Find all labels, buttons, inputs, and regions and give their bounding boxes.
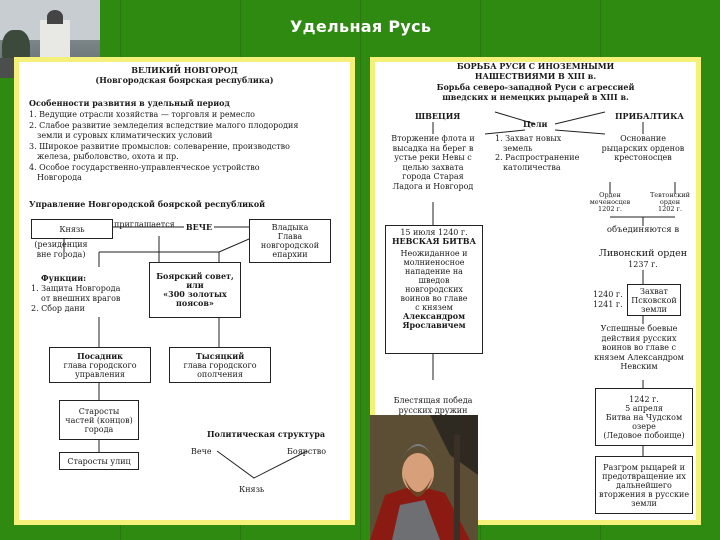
- feature-line: 2. Слабое развитие земледелия вследствие…: [29, 121, 299, 130]
- capture-years: 1240 г.1241 г.: [593, 290, 623, 309]
- goals-label: Цели: [523, 119, 548, 129]
- northwest-header: Борьба северо-западной Руси с агрессией: [436, 82, 635, 92]
- nevsky-battle-box: 15 июля 1240 г.НЕВСКАЯ БИТВА Неожиданное…: [385, 225, 483, 354]
- united-label: объединяются в: [606, 225, 680, 235]
- novgorod-panel: ВЕЛИКИЙ НОВГОРОД (Новгородская боярская …: [14, 57, 355, 525]
- invasions-subheader: НАШЕСТВИЯМИ В XIII в.: [474, 71, 597, 81]
- livonian-label: Ливонский орден: [598, 248, 688, 259]
- triangle-boyarstvo: Боярство: [287, 447, 327, 456]
- novgorod-connectors: [63, 226, 308, 479]
- invasion-connectors: [432, 111, 676, 456]
- novgorod-header: ВЕЛИКИЙ НОВГОРОД: [131, 65, 238, 75]
- novgorod-subheader: (Новгородская боярская республика): [95, 75, 274, 85]
- invasions-header: БОРЬБА РУСИ С ИНОЗЕМНЫМИ: [456, 61, 615, 71]
- starosty-ulits-box: Старосты улиц: [59, 452, 139, 470]
- polit-title: Политическая структура: [207, 429, 326, 439]
- feature-line: 4. Особое государственно-управленческое …: [29, 163, 260, 172]
- northwest-subheader: шведских и немецких рыцарей в XIII в.: [442, 92, 629, 102]
- triangle-knyaz: Князь: [239, 485, 265, 494]
- govt-title: Управление Новгородской боярской республ…: [29, 199, 266, 209]
- function-line: 1. Защита Новгорода: [31, 284, 121, 293]
- livonian-year: 1237 г.: [628, 260, 658, 269]
- feature-line: 3. Широкое развитие промыслов: солеварен…: [29, 142, 290, 151]
- feature-line: земли и суровых климатических условий: [37, 131, 213, 140]
- triangle-veche: Вече: [191, 447, 212, 456]
- function-line: 2. Сбор дани: [31, 304, 85, 313]
- sweden-label: ШВЕЦИЯ: [415, 111, 461, 121]
- veche-label: ВЕЧЕ: [184, 220, 214, 234]
- feature-line: Новгорода: [37, 173, 82, 182]
- feature-line: 1. Ведущие отрасли хозяйства — торговля …: [29, 110, 255, 119]
- function-line: от внешних врагов: [41, 294, 121, 303]
- feature-line: железа, рыболовство, охота и пр.: [37, 152, 179, 161]
- functions-title: Функции:: [41, 273, 87, 283]
- knyaz-box: Князь: [31, 219, 113, 239]
- alexander-nevsky-painting: [370, 415, 478, 540]
- slide-title: Удельная Русь: [290, 17, 432, 36]
- features-title: Особенности развития в удельный период: [29, 98, 230, 108]
- baltics-label: ПРИБАЛТИКА: [615, 111, 684, 121]
- invited-label: приглашается: [114, 220, 175, 229]
